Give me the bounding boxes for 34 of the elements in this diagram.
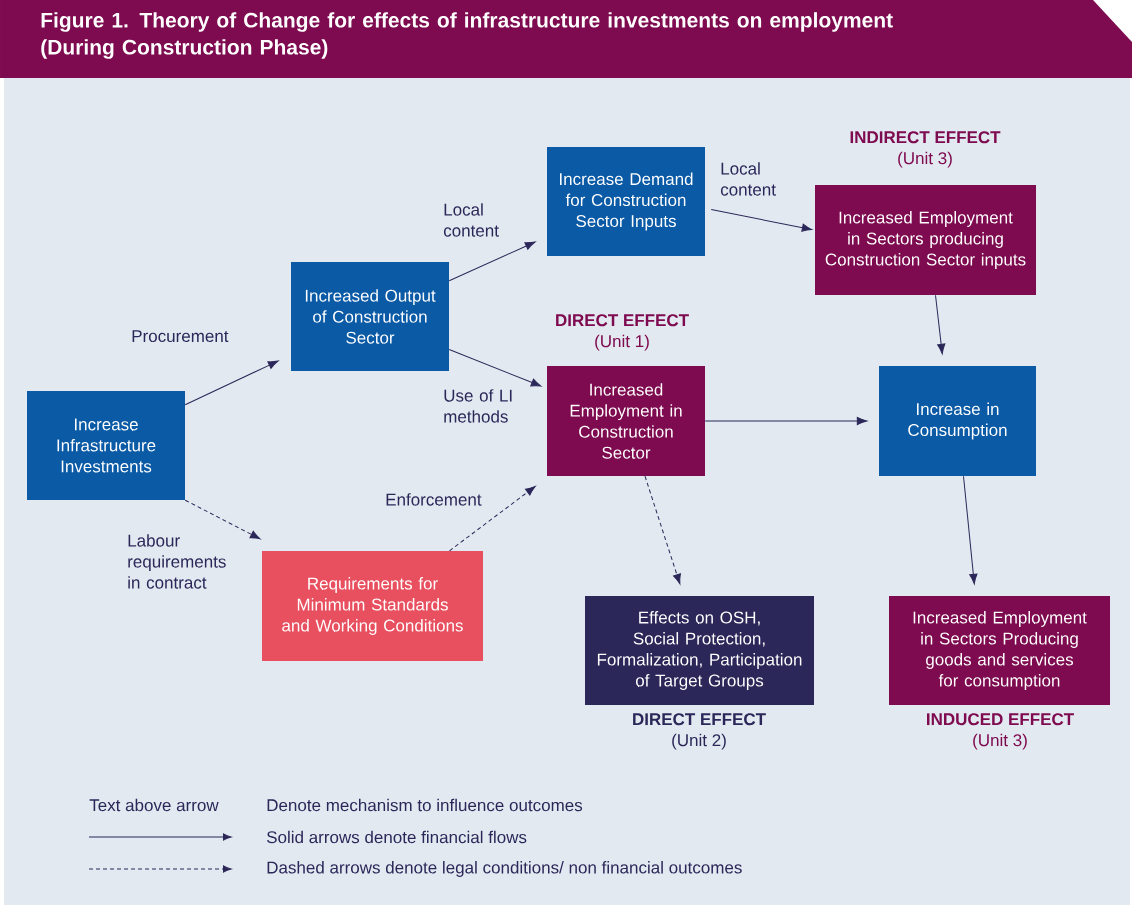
legend-text: Solid arrows denote financial flows bbox=[267, 830, 527, 844]
effect-heading: DIRECT EFFECT (Unit 2) bbox=[633, 713, 766, 750]
arrow bbox=[449, 485, 536, 552]
legend-text: Dashed arrows denote legal conditions/ non financial outcomes bbox=[267, 861, 742, 877]
arrow bbox=[704, 416, 868, 426]
arrow bbox=[184, 499, 261, 540]
outcome-box: Effects on OSH, Social Protection, Formalization, Participation of Target Groups bbox=[585, 596, 814, 705]
arrow bbox=[935, 294, 946, 355]
arrow bbox=[448, 349, 542, 387]
outcome-box: Increased Employment in Construction Sector bbox=[547, 366, 705, 476]
edge-label: Local content bbox=[720, 162, 776, 196]
effect-heading: INDUCED EFFECT (Unit 3) bbox=[927, 713, 1074, 750]
legend-text: Denote mechanism to influence outcomes bbox=[267, 798, 583, 812]
process-box: Increase in Consumption bbox=[879, 366, 1036, 476]
arrow bbox=[184, 360, 279, 406]
legend-sample-text: Text above arrow bbox=[89, 798, 219, 812]
arrow bbox=[710, 209, 813, 232]
process-box: Increase Demand for Construction Sector Inputs bbox=[547, 147, 705, 256]
edge-label: Procurement bbox=[132, 330, 229, 343]
outcome-box: Increased Employment in Sectors producing Construction Sector inputs bbox=[815, 185, 1036, 295]
edge-label: Local content bbox=[443, 203, 499, 237]
edge-label: Use of LI methods bbox=[444, 389, 512, 423]
effect-heading: INDIRECT EFFECT (Unit 3) bbox=[850, 131, 1001, 168]
arrow bbox=[963, 475, 978, 585]
requirement-box: Requirements for Minimum Standards and Working Conditions bbox=[262, 551, 483, 661]
edge-label: Enforcement bbox=[386, 493, 482, 506]
process-box: Increased Output of Construction Sector bbox=[291, 262, 449, 371]
edge-label: Labour requirements in contract bbox=[128, 534, 226, 589]
arrow bbox=[644, 475, 681, 585]
title-banner: Figure 1. Theory of Change for effects of infrastructure investments on employment (During Construction Phase) bbox=[0, 0, 1132, 78]
outcome-box: Increased Employment in Sectors Producing goods and services for consumption bbox=[889, 596, 1110, 705]
effect-heading: DIRECT EFFECT (Unit 1) bbox=[556, 314, 689, 351]
process-box: Increase Infrastructure Investments bbox=[27, 391, 185, 500]
arrow bbox=[448, 241, 536, 282]
